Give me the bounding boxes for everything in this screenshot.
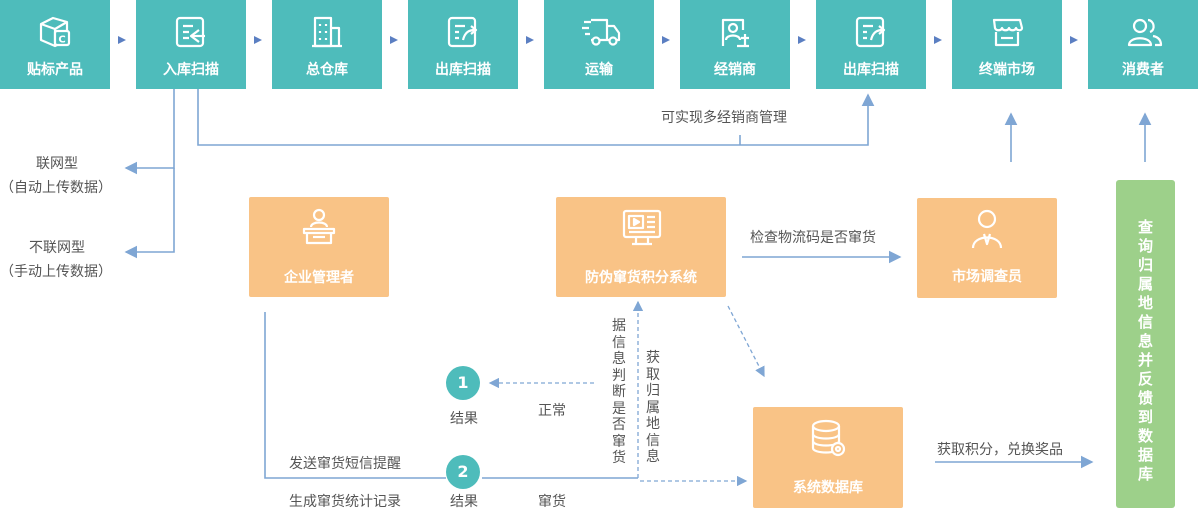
box-label: 系统数据库	[793, 480, 863, 496]
consumers-icon	[1127, 18, 1163, 47]
send-sms-label: 发送窜货短信提醒	[289, 456, 401, 472]
multi-dealer-label: 可实现多经销商管理	[661, 110, 787, 126]
monitor-icon	[622, 209, 662, 246]
store-icon	[992, 18, 1024, 47]
box-label: 防伪窜货积分系统	[585, 270, 697, 286]
chain-step-label-product: C 贴标产品	[0, 0, 110, 89]
query-location-box: 查询归属地信息并反馈到数据库	[1116, 180, 1175, 508]
chain-step-scan-out: 出库扫描	[408, 0, 518, 89]
chain-step-label: 出库扫描	[435, 62, 491, 78]
truck-icon	[582, 18, 621, 46]
box-icon: C	[39, 16, 71, 48]
database-icon	[811, 419, 846, 457]
online-desc-label: （自动上传数据）	[0, 180, 112, 196]
judge-vertical-label: 据信息判断是否窜货	[612, 318, 626, 466]
chain-step-dealer: 经销商	[680, 0, 790, 89]
chain-step-label: 终端市场	[979, 62, 1035, 78]
market-inspector-box: 市场调查员	[917, 198, 1057, 298]
chain-step-label: 运输	[585, 62, 613, 78]
system-database-box: 系统数据库	[753, 407, 903, 508]
get-location-vertical-label: 获取归属地信息	[646, 350, 660, 465]
chain-step-transport: 运输	[544, 0, 654, 89]
chain-step-label: 贴标产品	[27, 62, 83, 78]
inspector-icon	[971, 209, 1003, 249]
dealer-icon	[721, 18, 749, 48]
scan-out-icon	[447, 16, 478, 48]
result-1-label: 结果	[450, 411, 478, 427]
result-2-badge: 2	[446, 455, 480, 489]
result-1-badge: 1	[446, 366, 480, 400]
box-label: 市场调查员	[952, 269, 1022, 285]
chain-step-label: 消费者	[1122, 62, 1164, 78]
chain-step-label: 经销商	[714, 62, 756, 78]
chain-step-consumer: 消费者	[1088, 0, 1198, 89]
diverted-label: 窜货	[538, 494, 566, 510]
result-2-label: 结果	[450, 494, 478, 510]
chain-step-scan-out-2: 出库扫描	[816, 0, 926, 89]
building-icon	[312, 16, 342, 48]
admin-desk-icon	[302, 208, 336, 245]
chain-step-label: 出库扫描	[843, 62, 899, 78]
scan-out-icon	[855, 16, 886, 48]
chain-step-scan-in: 入库扫描	[136, 0, 246, 89]
get-points-label: 获取积分，兑换奖品	[937, 442, 1063, 458]
anti-fake-system-box: 防伪窜货积分系统	[556, 197, 726, 297]
query-location-label: 查询归属地信息并反馈到数据库	[1137, 218, 1153, 483]
check-code-label: 检查物流码是否窜货	[750, 230, 876, 246]
svg-text:C: C	[58, 35, 65, 46]
chain-step-warehouse: 总仓库	[272, 0, 382, 89]
enterprise-admin-box: 企业管理者	[249, 197, 389, 297]
chain-step-market: 终端市场	[952, 0, 1062, 89]
chain-step-label: 入库扫描	[163, 62, 219, 78]
online-type-label: 联网型	[36, 156, 78, 172]
gen-record-label: 生成窜货统计记录	[289, 494, 401, 510]
normal-label: 正常	[538, 403, 566, 419]
box-label: 企业管理者	[284, 270, 354, 286]
offline-desc-label: （手动上传数据）	[0, 264, 112, 280]
scan-in-icon	[175, 16, 205, 48]
chain-step-label: 总仓库	[306, 62, 348, 78]
offline-type-label: 不联网型	[29, 240, 85, 256]
